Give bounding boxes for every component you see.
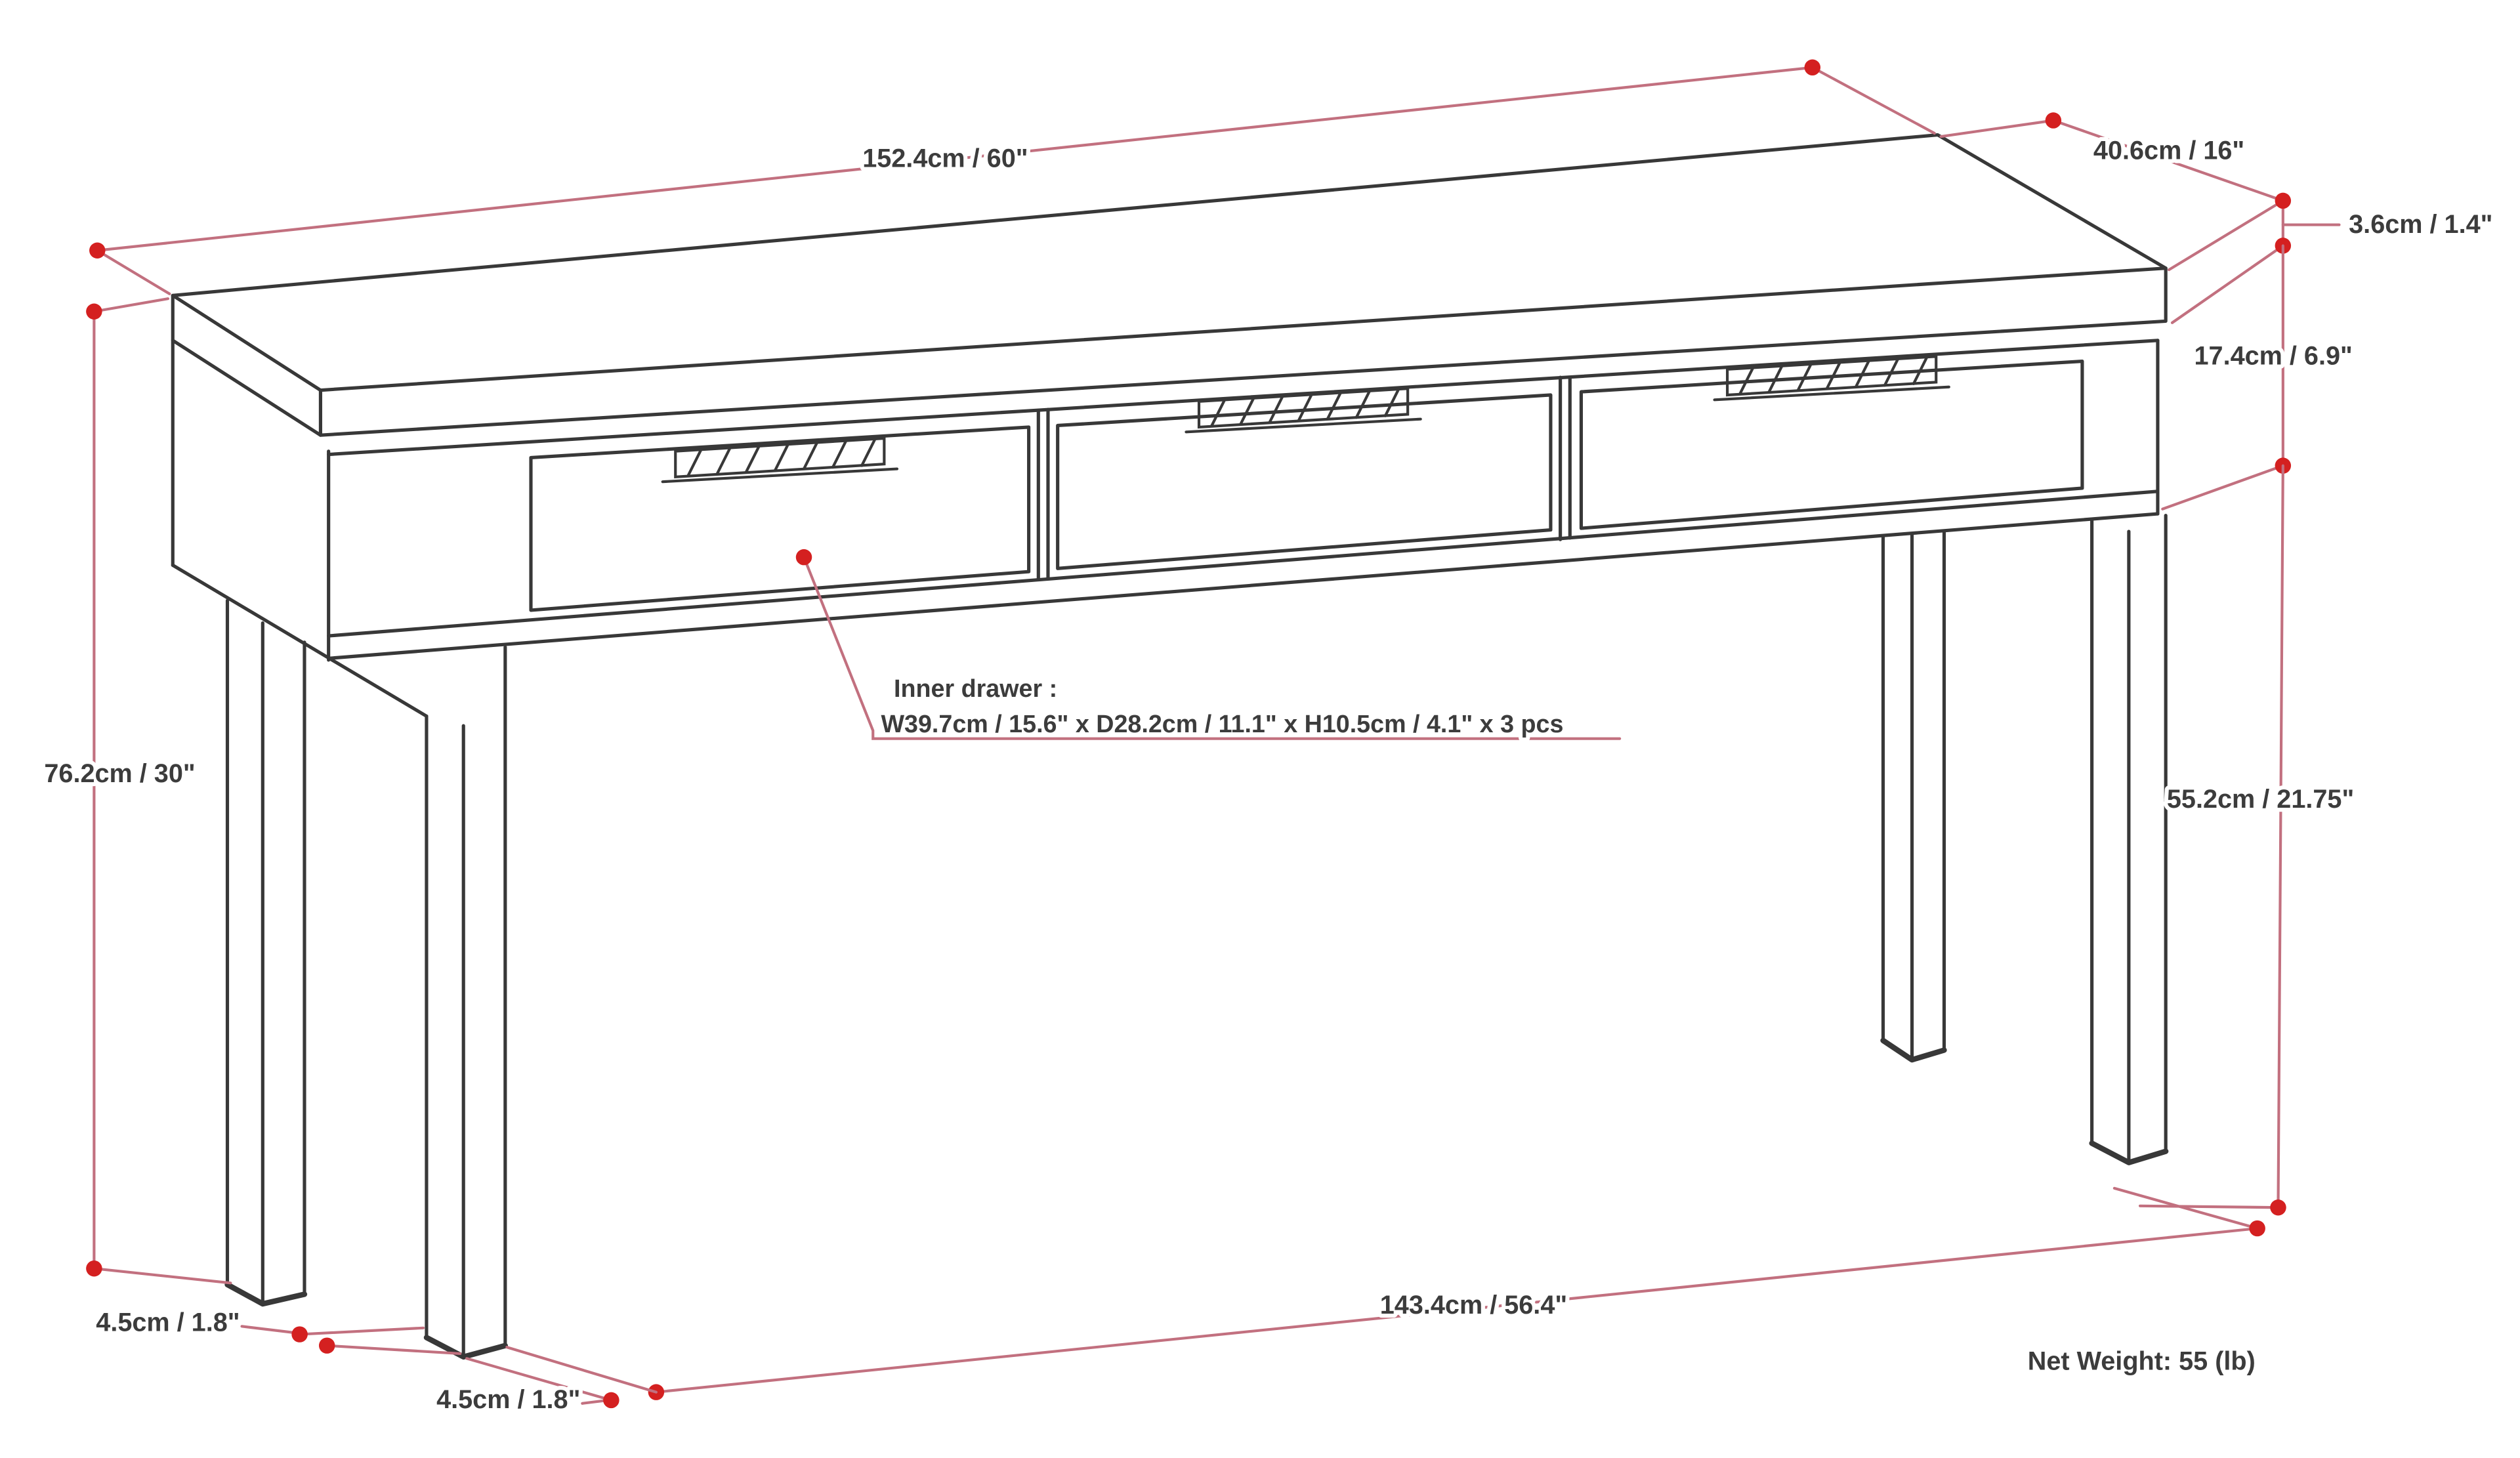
callout-title: Inner drawer : bbox=[894, 675, 1057, 702]
dim-label-leg-height: 55.2cm / 21.75" bbox=[2167, 785, 2354, 814]
dim-label-top-length: 152.4cm / 60" bbox=[862, 144, 1028, 173]
leg-front-left bbox=[423, 645, 509, 1360]
drawer-divider bbox=[1036, 407, 1050, 581]
dimension-dot bbox=[2249, 1220, 2265, 1237]
dim-leg-span: 143.4cm / 56.4" bbox=[648, 1186, 2265, 1400]
dim-label-apron-height: 17.4cm / 6.9" bbox=[2194, 342, 2352, 371]
dimension-dot bbox=[603, 1392, 620, 1409]
callout-spec: W39.7cm / 15.6" x D28.2cm / 11.1" x H10.… bbox=[881, 710, 1563, 738]
dim-leg-width-front: 4.5cm / 1.8" bbox=[432, 1346, 658, 1418]
apron bbox=[171, 339, 2160, 718]
dim-leg-height: 55.2cm / 21.75" bbox=[2138, 464, 2358, 1216]
dim-label-leg-width-front: 4.5cm / 1.8" bbox=[436, 1385, 580, 1414]
leg-back-left bbox=[224, 598, 308, 1307]
dim-top-thickness: 3.6cm / 1.4" bbox=[2167, 192, 2497, 324]
callout-dot bbox=[795, 549, 812, 566]
drawer-left-handle-icon bbox=[661, 436, 899, 484]
tabletop bbox=[171, 133, 2168, 437]
dim-leg-width-side: 4.5cm / 1.8" bbox=[92, 1304, 462, 1356]
dim-label-top-depth: 40.6cm / 16" bbox=[2093, 136, 2244, 165]
leg-front-right bbox=[2089, 513, 2169, 1165]
dimension-dot bbox=[86, 1260, 102, 1277]
table-drawing bbox=[171, 133, 2169, 1360]
dim-label-top-thickness: 3.6cm / 1.4" bbox=[2349, 210, 2492, 239]
dim-apron-height: 17.4cm / 6.9" bbox=[2161, 244, 2357, 510]
dimension-dot bbox=[318, 1337, 335, 1354]
drawer-middle-handle-icon bbox=[1185, 386, 1422, 434]
inner-drawer-callout: Inner drawer : W39.7cm / 15.6" x D28.2cm… bbox=[795, 549, 1622, 741]
net-weight-label: Net Weight: 55 (lb) bbox=[2028, 1346, 2256, 1375]
drawer-right bbox=[1579, 355, 2084, 530]
dimensions: 152.4cm / 60" 40.6cm / 16" 3.6cm / 1.4" … bbox=[40, 59, 2497, 1418]
dim-top-depth: 40.6cm / 16" bbox=[1939, 112, 2284, 202]
leg-back-right bbox=[1880, 530, 1947, 1063]
drawer-left bbox=[529, 425, 1031, 612]
dimension-dot bbox=[2045, 112, 2062, 129]
drawer-middle bbox=[1056, 386, 1553, 570]
dimension-dot bbox=[1804, 59, 1821, 76]
dimension-dot bbox=[291, 1326, 308, 1343]
dimension-dot bbox=[89, 242, 106, 259]
drawer-right-handle-icon bbox=[1713, 355, 1950, 402]
drawer-divider bbox=[1559, 375, 1572, 541]
dim-top-length: 152.4cm / 60" bbox=[89, 59, 1936, 295]
dim-label-leg-width-side: 4.5cm / 1.8" bbox=[96, 1308, 240, 1337]
dimension-dot bbox=[2275, 192, 2292, 209]
dimension-dot bbox=[86, 303, 102, 320]
dimension-dot bbox=[2270, 1199, 2286, 1216]
dim-label-overall-height: 76.2cm / 30" bbox=[44, 759, 195, 788]
dim-overall-height: 76.2cm / 30" bbox=[40, 297, 232, 1285]
dim-label-leg-span: 143.4cm / 56.4" bbox=[1380, 1291, 1567, 1320]
